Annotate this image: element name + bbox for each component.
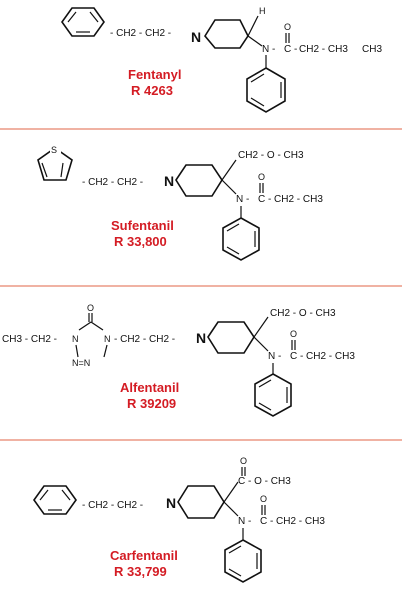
tetrazole-n1: N (72, 334, 79, 344)
amide-nitrogen: N - (238, 516, 251, 527)
tetrazole-n4: N (104, 334, 111, 344)
fentanyl-structure: - CH2 - CH2 - N H N - C - O CH2 - CH3 CH… (61, 6, 382, 113)
phenyl-ring (222, 217, 260, 261)
compound-name: Carfentanil (110, 548, 178, 563)
ether-chain: CH2 - O - CH3 (238, 150, 304, 161)
amide-nitrogen: N - (268, 351, 281, 362)
compound-name: Alfentanil (120, 380, 179, 395)
ring-nitrogen: N (164, 173, 174, 189)
piperidine-ring (177, 485, 225, 519)
phenyl-ring (254, 373, 292, 417)
compound-name: Fentanyl (128, 67, 181, 82)
amide-tail: CH3 (362, 44, 382, 55)
ether-chain: CH2 - O - CH3 (270, 308, 336, 319)
carbonyl-oxygen: O (290, 329, 297, 339)
ethyl-group: CH3 - CH2 - (2, 334, 57, 345)
sulfur-atom: S (51, 145, 57, 155)
amide-carbon: C - (260, 516, 273, 527)
carbonyl-oxygen: O (258, 172, 265, 182)
compound-code: R 33,800 (114, 234, 167, 249)
amide-carbon: C - (258, 194, 271, 205)
compound-code: R 39209 (127, 396, 176, 411)
amide-carbon: C - (284, 44, 297, 55)
amide-carbon: C - (290, 351, 303, 362)
ester-oxygen: O (240, 456, 247, 466)
thiophene-ring (37, 147, 73, 181)
phenyl-ring (224, 539, 262, 583)
linker-text: - CH2 - CH2 - (82, 177, 143, 188)
amide-nitrogen: N - (262, 44, 275, 55)
ester-group: C - O - CH3 (238, 476, 291, 487)
carbonyl-oxygen: O (284, 22, 291, 32)
phenyl-ring (246, 67, 286, 113)
compound-code: R 4263 (131, 83, 173, 98)
piperidine-ring (175, 164, 223, 197)
tetrazole-oxygen: O (87, 303, 94, 313)
hydrogen-label: H (259, 6, 266, 16)
sufentanil-structure: S - CH2 - CH2 - N CH2 - O - CH3 N - C - … (37, 143, 323, 261)
linker-text: - CH2 - CH2 - (110, 28, 171, 39)
linker-text: - CH2 - CH2 - (114, 334, 175, 345)
carbonyl-oxygen: O (260, 494, 267, 504)
amide-chain: CH2 - CH3 (306, 351, 355, 362)
carfentanil-structure: - CH2 - CH2 - N C - O - CH3 O N - C - O … (33, 456, 325, 583)
piperidine-ring (207, 321, 255, 354)
ring-nitrogen: N (166, 495, 176, 511)
piperidine-ring (204, 19, 249, 49)
amide-chain: CH2 - CH3 (274, 194, 323, 205)
benzene-ring-left (33, 485, 77, 515)
compound-code: R 33,799 (114, 564, 167, 579)
compound-name: Sufentanil (111, 218, 174, 233)
ring-nitrogen: N (191, 29, 201, 45)
ring-nitrogen: N (196, 330, 206, 346)
amide-chain: CH2 - CH3 (299, 44, 348, 55)
amide-chain: CH2 - CH3 (276, 516, 325, 527)
linker-text: - CH2 - CH2 - (82, 500, 143, 511)
alfentanil-structure: CH3 - CH2 - O N N N=N - CH2 - CH2 - N CH… (2, 303, 355, 417)
benzene-ring-left (61, 7, 105, 37)
amide-nitrogen: N - (236, 194, 249, 205)
tetrazole-bottom: N=N (72, 358, 90, 368)
